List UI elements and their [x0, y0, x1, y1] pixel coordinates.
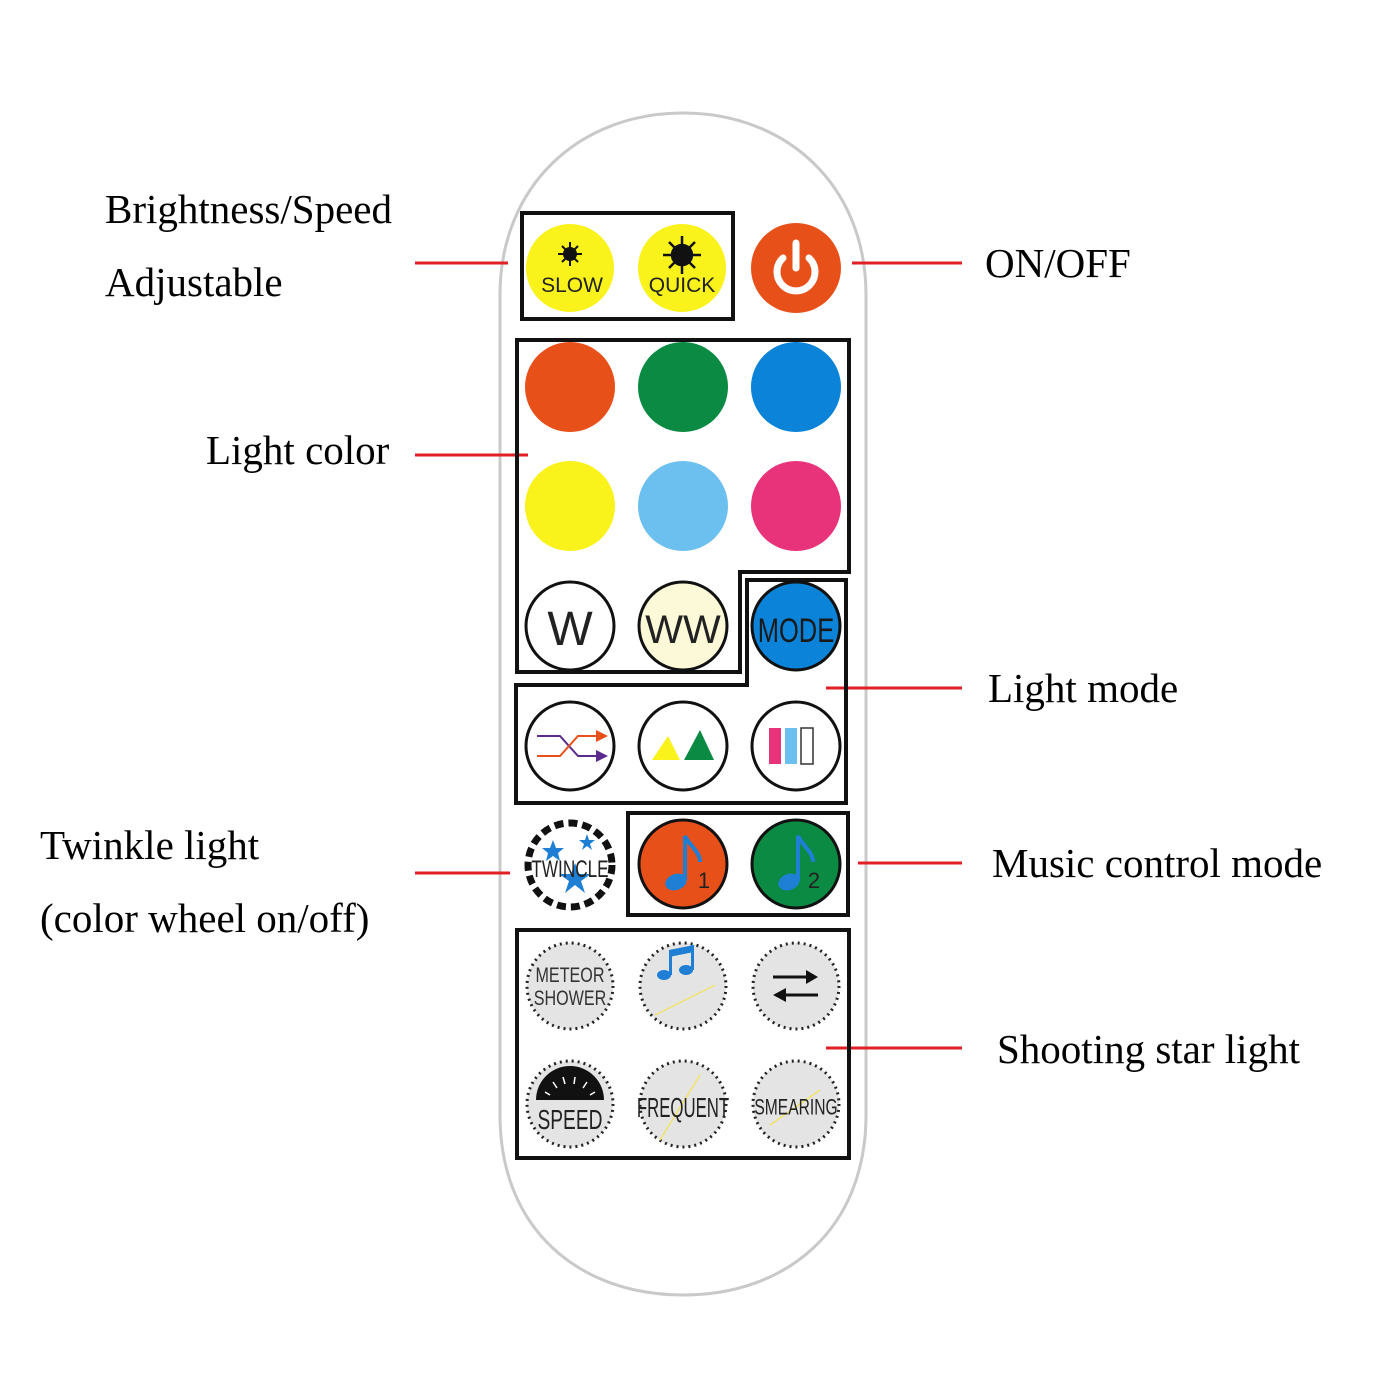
label-shooting-star: Shooting star light [997, 1026, 1300, 1072]
smearing-button-bg [751, 1059, 841, 1149]
crossfade-button[interactable] [524, 700, 616, 792]
music-2-button[interactable]: 2 [750, 818, 842, 910]
label-brightness-speed: Brightness/Speed [105, 186, 392, 232]
direction-button[interactable] [751, 941, 841, 1031]
twinkle-button[interactable]: TWINCLE [524, 819, 616, 911]
quick-button[interactable]: QUICK [638, 224, 726, 312]
jump-button-bg [637, 700, 729, 792]
smearing-label: SMEARING [754, 1096, 837, 1120]
label-twinkle-light: Twinkle light [40, 822, 260, 868]
frame-shooting-star [515, 928, 851, 1160]
label-adjustable: Adjustable [105, 259, 283, 305]
direction-button-bg [751, 941, 841, 1031]
warm-white-label: WW [645, 608, 721, 652]
meteor-button-bg [525, 941, 615, 1031]
frame-brightness [520, 211, 735, 321]
jump-icon [652, 730, 714, 760]
streak-decoration [769, 1089, 821, 1126]
frame-light-mode [514, 578, 848, 805]
label-light-mode: Light mode [988, 665, 1179, 711]
power-button[interactable] [751, 223, 841, 313]
quick-label: QUICK [649, 274, 716, 297]
mode-button-bg [750, 580, 842, 672]
music-2-label: 2 [808, 868, 820, 893]
speedometer-icon [536, 1066, 604, 1100]
sun-large-icon [663, 236, 701, 274]
stars-icon [542, 834, 595, 893]
color-yellow-button[interactable] [525, 461, 615, 551]
slow-button[interactable]: SLOW [526, 224, 614, 312]
color-pink-button[interactable] [751, 461, 841, 551]
color-red-button[interactable] [525, 342, 615, 432]
smearing-button[interactable]: SMEARING [751, 1059, 841, 1149]
strobe-icon [769, 727, 814, 765]
leader-lines [415, 261, 962, 1050]
music-1-button[interactable]: 1 [637, 818, 729, 910]
crossfade-icon [537, 730, 608, 762]
label-light-color: Light color [206, 427, 390, 473]
strobe-button[interactable] [750, 700, 842, 792]
music-note-icon [665, 835, 702, 891]
meteor-shower-button[interactable]: METEOR SHOWER [525, 941, 615, 1031]
white-button[interactable]: W [524, 580, 616, 672]
mode-button[interactable]: MODE [750, 580, 842, 672]
frequent-label: FREQUENT [637, 1092, 729, 1123]
power-icon [773, 239, 819, 295]
swap-arrows-icon [773, 970, 818, 1002]
streak-decoration [654, 984, 716, 1016]
music-1-label: 1 [698, 868, 710, 893]
label-color-wheel: (color wheel on/off) [40, 895, 370, 941]
streak-decoration [659, 1074, 701, 1141]
double-music-note-icon [657, 945, 694, 980]
slow-button-bg [526, 224, 614, 312]
frame-music [626, 811, 850, 917]
speed-label: SPEED [537, 1105, 602, 1136]
white-label: W [547, 603, 593, 656]
frequent-button[interactable]: FREQUENT [637, 1059, 729, 1149]
color-light-blue-button[interactable] [638, 461, 728, 551]
label-on-off: ON/OFF [985, 240, 1131, 286]
jump-button[interactable] [637, 700, 729, 792]
music-note-icon [778, 835, 815, 891]
slow-label: SLOW [541, 274, 603, 297]
music-shooting-button[interactable] [638, 941, 728, 1031]
speed-button[interactable]: SPEED [525, 1059, 615, 1149]
white-button-bg [524, 580, 616, 672]
color-green-button[interactable] [638, 342, 728, 432]
mode-label: MODE [758, 613, 834, 651]
meteor-label-line2: SHOWER [534, 986, 607, 1009]
label-music-control: Music control mode [992, 840, 1323, 886]
warm-white-button[interactable]: WW [637, 580, 729, 672]
frame-light-color [515, 338, 851, 674]
music-shooting-button-bg [638, 941, 728, 1031]
color-blue-button[interactable] [751, 342, 841, 432]
sun-small-icon [558, 242, 582, 266]
twinkle-label: TWINCLE [531, 856, 608, 883]
meteor-label-line1: METEOR [535, 963, 604, 986]
warm-white-button-bg [637, 580, 729, 672]
twinkle-button-ring [524, 819, 616, 911]
